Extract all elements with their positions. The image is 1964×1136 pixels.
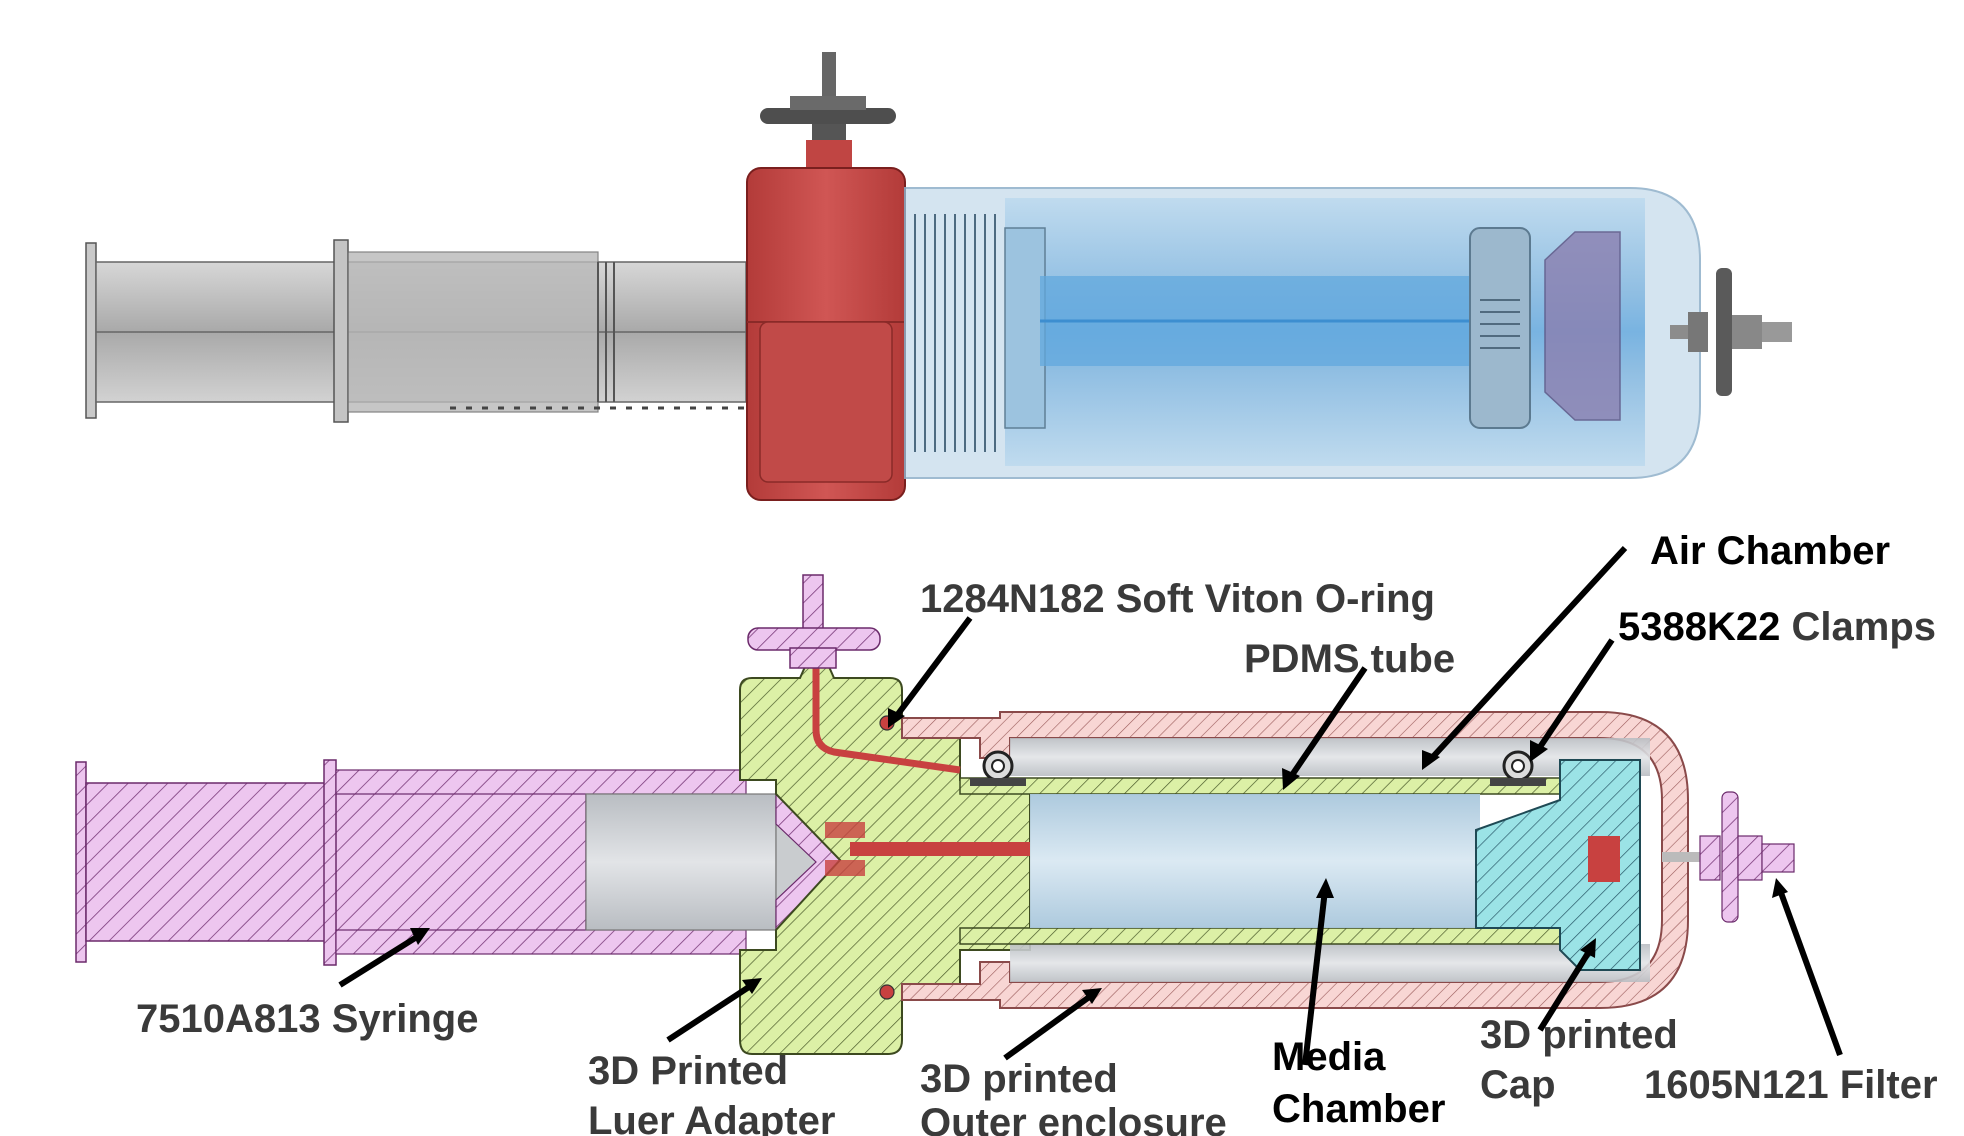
clamps-label: 5388K22 Clamps (1618, 605, 1936, 649)
cap-section (1475, 759, 1641, 971)
clamps-word: Clamps (1792, 605, 1937, 649)
clamps-code: 5388K22 (1618, 605, 1780, 649)
media-chamber-label-line1: Media (1272, 1035, 1386, 1079)
adapter-section (739, 636, 1031, 1055)
outer-enclosure-label-line2: Outer enclosure (920, 1101, 1227, 1136)
air-chamber-label: Air Chamber (1650, 529, 1890, 573)
cross-section (75, 574, 1795, 1055)
callout-labels: 1284N182 Soft Viton O-ring PDMS tube Air… (136, 529, 1938, 1136)
filter-label: 1605N121 Filter (1644, 1063, 1938, 1107)
oring-label: 1284N182 Soft Viton O-ring (920, 577, 1435, 621)
filter-section (1662, 791, 1795, 923)
callout-arrows (338, 545, 1843, 1066)
pdms-tube-label: PDMS tube (1244, 637, 1455, 681)
top-render (85, 52, 1792, 501)
outer-enclosure-label-line1: 3D printed (920, 1057, 1118, 1101)
syringe-section (75, 759, 841, 966)
pdms-tube-section (959, 777, 1581, 945)
enclosure-section (901, 711, 1689, 1009)
media-chamber-label-line2: Chamber (1272, 1087, 1445, 1131)
adapter-label-line2: Luer Adapter (588, 1099, 835, 1136)
top-filter (1670, 268, 1792, 396)
clamps-section (970, 750, 1546, 786)
top-red-adapter (746, 140, 906, 501)
syringe-label: 7510A813 Syringe (136, 997, 478, 1041)
top-syringe (85, 239, 747, 423)
cap-label-line2: Cap (1480, 1063, 1556, 1107)
top-enclosure (904, 187, 1701, 479)
cap-label-line1: 3D printed (1480, 1013, 1678, 1057)
adapter-valve (747, 574, 881, 669)
adapter-label-line1: 3D Printed (588, 1049, 788, 1093)
